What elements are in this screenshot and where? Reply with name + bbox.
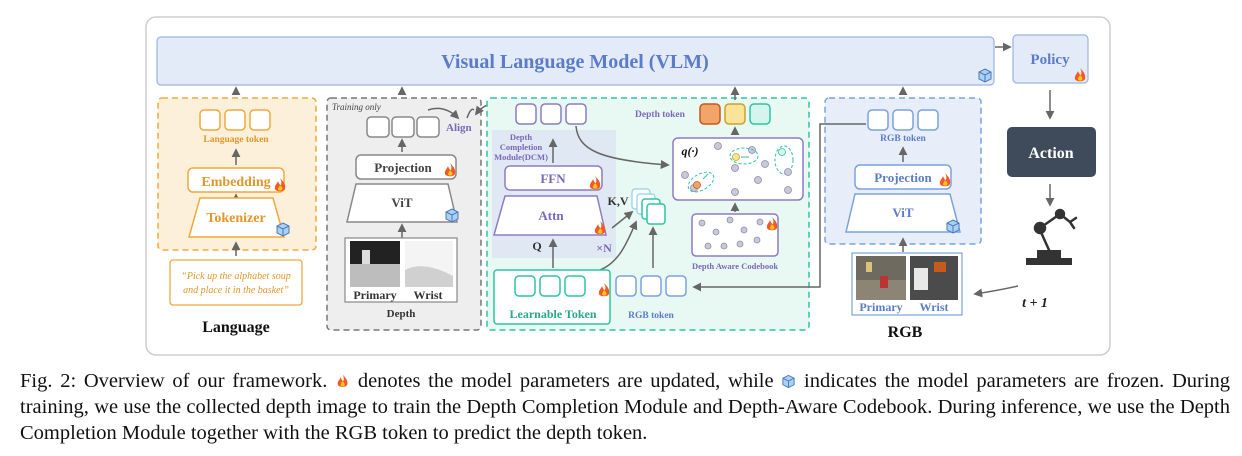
caption-part3: indicates the model parameters are froze… <box>20 370 1231 444</box>
dcm-block: Depth Completion Module(DCM) FFN Attn Q … <box>486 97 810 331</box>
dcm-title-line3: Module(DCM) <box>494 152 548 162</box>
caption-part1: Fig. 2: Overview of our framework. <box>20 370 328 392</box>
frozen-cube-icon <box>978 68 992 83</box>
cube-icon <box>782 374 795 389</box>
training-only-label: Training only <box>332 102 381 112</box>
action-label: Action <box>1028 145 1073 162</box>
codebook-label: Depth Aware Codebook <box>692 261 778 271</box>
instruction-line1: “Pick up the alphabet soup <box>181 271 290 282</box>
vlm-title: Visual Language Model (VLM) <box>441 51 709 73</box>
attn-label: Attn <box>538 208 564 223</box>
rgb-section-label: RGB <box>888 324 923 341</box>
time-step-label: t + 1 <box>1022 296 1048 311</box>
framework-diagram: Visual Language Model (VLM) Policy Actio… <box>145 16 1111 356</box>
dcm-rgb-token-label: RGB token <box>628 311 674 321</box>
embedding-label: Embedding <box>201 175 270 190</box>
align-label: Align <box>446 122 472 134</box>
rgb-projection-label: Projection <box>874 170 932 185</box>
instruction-line2: and place it in the basket” <box>183 285 289 296</box>
vlm-block: Visual Language Model (VLM) <box>156 36 995 86</box>
policy-label: Policy <box>1030 52 1070 68</box>
rgb-wrist-label: Wrist <box>919 300 948 314</box>
rgb-vit-label: ViT <box>892 205 914 220</box>
robot-arm-icon <box>1026 208 1078 265</box>
depth-branch: Training only Align Projection ViT Prima… <box>326 97 482 331</box>
policy-block: Policy <box>1012 34 1089 84</box>
figure-caption: Fig. 2: Overview of our framework. denot… <box>20 368 1230 446</box>
language-branch: Language token Embedding Tokenizer <box>157 97 317 251</box>
rgb-primary-label: Primary <box>859 300 902 314</box>
depth-primary-label: Primary <box>353 288 396 302</box>
quantizer-label: q(·) <box>682 144 699 158</box>
action-block: Action <box>1007 127 1096 177</box>
query-label: Q <box>532 239 541 253</box>
depth-projection-label: Projection <box>374 160 432 175</box>
dcm-title-line1: Depth <box>510 132 532 142</box>
tokenizer-label: Tokenizer <box>206 211 265 226</box>
depth-wrist-label: Wrist <box>413 288 442 302</box>
depth-section-label: Depth <box>387 308 416 320</box>
instruction-box <box>169 259 303 306</box>
depth-vit-label: ViT <box>391 195 413 210</box>
dcm-title-line2: Completion <box>500 142 543 152</box>
language-token-label: Language token <box>203 135 269 145</box>
fire-icon <box>337 374 348 387</box>
rgb-branch: RGB token Projection ViT <box>824 97 982 245</box>
depth-token-label: Depth token <box>635 110 686 120</box>
rgb-token-label: RGB token <box>880 134 926 144</box>
kv-label: K,V <box>608 194 629 208</box>
ffn-label: FFN <box>540 171 566 186</box>
caption-part2: denotes the model parameters are updated… <box>357 370 774 392</box>
repeat-label: ×N <box>596 241 612 255</box>
language-section-label: Language <box>202 319 270 336</box>
learnable-token-label: Learnable Token <box>509 307 596 321</box>
